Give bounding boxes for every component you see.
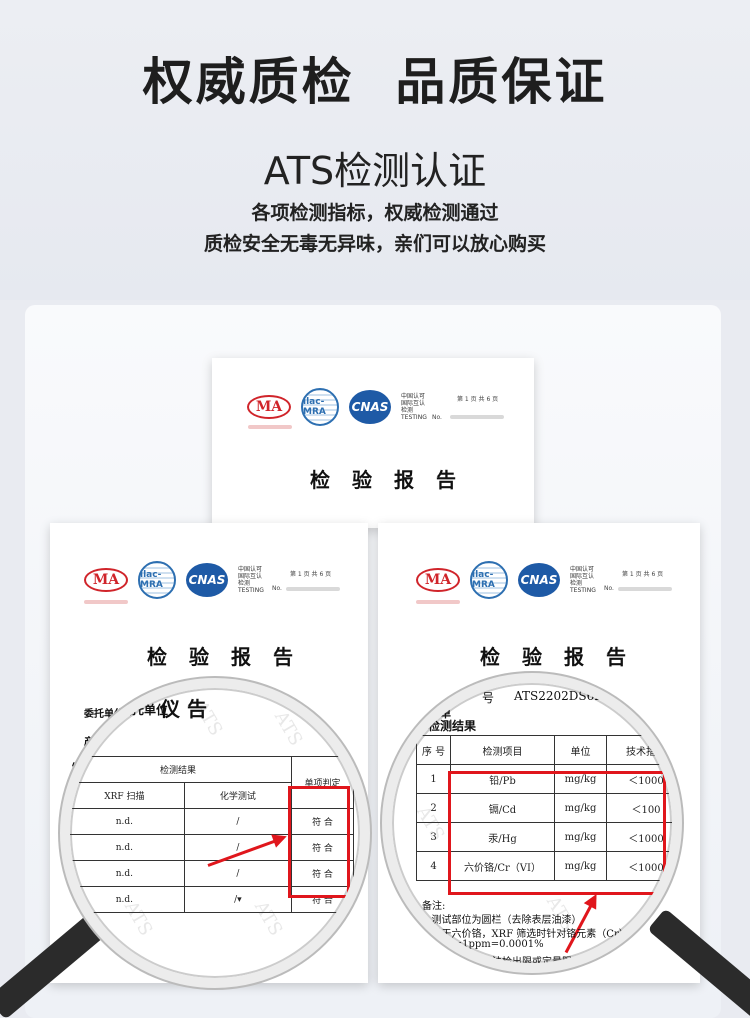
report-no-label: No. bbox=[432, 414, 442, 421]
ma-logo: MA bbox=[416, 568, 460, 592]
note-line-4: 检出＜方法检出限或定量限 bbox=[452, 957, 572, 968]
page-number: 第 1 页 共 6 页 bbox=[457, 396, 499, 403]
table-row: n.d./符 合 bbox=[70, 834, 354, 861]
hero-subtitle: ATS检测认证 bbox=[263, 149, 487, 193]
cnas-logo: CNAS bbox=[518, 563, 560, 597]
magnifier-lens-right: ATS ATS 号 ATS2202DS62 委托单 检测结果 序 号 检测项目 … bbox=[382, 673, 682, 973]
results-header: 检测结果 bbox=[70, 756, 292, 783]
cnas-logo: CNAS bbox=[186, 563, 228, 597]
header-fragment: 仪 告 bbox=[160, 697, 207, 721]
hero-title: 权威质检 品质保证 bbox=[142, 53, 608, 111]
entrust-label: 委托单位 bbox=[120, 703, 169, 717]
col-spec: 技术指标 bbox=[606, 735, 672, 765]
ma-logo: MA bbox=[247, 395, 291, 419]
col-no: 序 号 bbox=[416, 735, 451, 765]
entrust-label: 委托单 bbox=[418, 707, 451, 720]
page-number: 第 1 页 共 6 页 bbox=[622, 571, 664, 578]
col-item: 检测项目 bbox=[450, 735, 555, 765]
magnifier-lens-left: ATS ATS ATS ATS 委托单位 仪 告 检测结果 单项判定 XRF 扫… bbox=[60, 678, 370, 988]
hero-banner: 权威质检 品质保证 ATS检测认证 各项检测指标，权威检测通过 质检安全无毒无异… bbox=[0, 0, 750, 300]
table-row: n.d./符 合 bbox=[70, 808, 354, 835]
note-line-1: 1.测试部位为圆栏（去除表层油漆） bbox=[422, 915, 582, 926]
report-no: ATS2202DS62 bbox=[514, 689, 602, 703]
col-chem: 化学测试 bbox=[183, 782, 293, 809]
cnas-logo: CNAS bbox=[349, 390, 391, 424]
report-title: 检验报告 bbox=[480, 645, 648, 669]
ma-logo: MA bbox=[84, 568, 128, 592]
report-no-label: No. bbox=[604, 585, 614, 592]
notes-label: 备注: bbox=[422, 901, 446, 912]
highlight-box-judge bbox=[288, 786, 350, 898]
table-row: n.d./符 合 bbox=[70, 860, 354, 887]
hero-desc-line1: 各项检测指标，权威检测通过 bbox=[251, 202, 499, 224]
report-title: 检验报告 bbox=[310, 468, 478, 492]
highlight-box-results bbox=[448, 771, 666, 895]
results-table-left: 检测结果 单项判定 XRF 扫描 化学测试 n.d./符 合 n.d./符 合 … bbox=[70, 756, 354, 913]
col-xrf: XRF 扫描 bbox=[70, 782, 185, 809]
report-title: 检验报告 bbox=[147, 645, 315, 669]
hero-desc-line2: 质检安全无毒无异味，亲们可以放心购买 bbox=[203, 233, 546, 255]
ilac-mra-logo: ilac-MRA bbox=[138, 561, 176, 599]
ilac-mra-logo: ilac-MRA bbox=[301, 388, 339, 426]
page-number: 第 1 页 共 6 页 bbox=[290, 571, 332, 578]
report-no-label: No. bbox=[272, 585, 282, 592]
table-row: n.d./▾符 合 bbox=[70, 886, 354, 913]
entrust-label: 委托单位 bbox=[84, 709, 124, 720]
results-title: 检测结果 bbox=[428, 719, 477, 733]
col-unit: 单位 bbox=[554, 735, 607, 765]
ilac-mra-logo: ilac-MRA bbox=[470, 561, 508, 599]
report-no-label: 号 bbox=[482, 691, 495, 705]
note-line-3: mg/kg=1ppm=0.0001% bbox=[422, 939, 544, 950]
note-line-2: 2.对于六价铬，XRF 筛选时针对铬元素（Cr）进行 bbox=[422, 929, 649, 940]
watermark: ATS bbox=[269, 707, 307, 750]
